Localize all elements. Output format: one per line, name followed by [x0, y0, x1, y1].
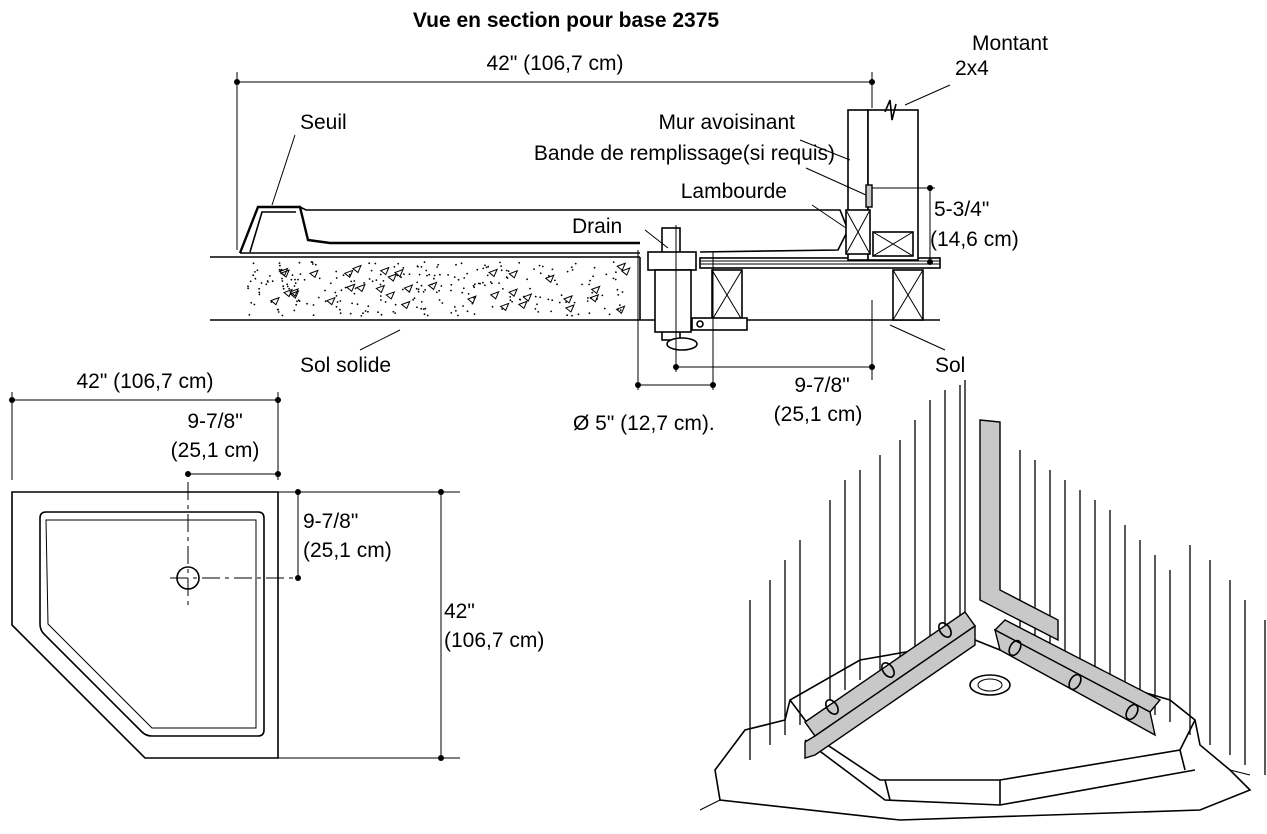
- stud-label-line2: 2x4: [955, 57, 989, 80]
- plan-x-offset-dimension: 9-7/8" (25,1 cm): [171, 410, 281, 477]
- perspective-drain: [969, 674, 1011, 696]
- plan-x-offset-line2: (25,1 cm): [171, 439, 260, 462]
- adjacent-wall-label: Mur avoisinant: [658, 111, 795, 134]
- plan-drain: [170, 482, 300, 605]
- shower-base: [699, 639, 1252, 821]
- stud-label-line1: Montant: [972, 32, 1048, 55]
- drain-diameter-label: Ø 5" (12,7 cm).: [573, 412, 715, 435]
- right-level: [993, 619, 1162, 737]
- left-level: [804, 611, 976, 759]
- height-dim-line1: 5-3/4": [934, 198, 989, 221]
- height-dimension: 5-3/4" (14,6 cm): [872, 185, 1019, 265]
- wall-studs: [749, 380, 1266, 775]
- plan-view: 42" (106,7 cm) 9-7/8" (25,1 cm) 9-7/8" (…: [9, 370, 544, 761]
- plan-top-width-label: 42" (106,7 cm): [76, 370, 213, 393]
- section-title: Vue en section pour base 2375: [413, 9, 719, 32]
- plan-outline: [11, 491, 279, 759]
- shower-base-profile: [238, 205, 849, 254]
- plan-side-height-line1: 42": [444, 600, 475, 623]
- drain-offset-line1: 9-7/8": [794, 374, 849, 397]
- plan-top-width-dimension: 42" (106,7 cm): [9, 370, 281, 480]
- plan-y-offset-dimension: 9-7/8" (25,1 cm): [278, 489, 460, 581]
- plan-x-offset-line1: 9-7/8": [187, 410, 242, 433]
- floor-label: Sol: [935, 354, 965, 377]
- vertical-level: [979, 419, 1059, 642]
- section-width-label: 42" (106,7 cm): [486, 52, 623, 75]
- section-width-dimension: 42" (106,7 cm): [234, 52, 875, 250]
- section-view: Vue en section pour base 2375 42" (106,7…: [210, 9, 1048, 435]
- plan-y-offset-line2: (25,1 cm): [303, 539, 392, 562]
- drain-label: Drain: [572, 215, 622, 238]
- solid-floor-label: Sol solide: [300, 354, 391, 377]
- drain-assembly: [635, 225, 875, 390]
- plan-side-height-dimension: 42" (106,7 cm): [278, 489, 544, 761]
- perspective-view: [699, 380, 1266, 821]
- threshold-label: Seuil: [300, 111, 347, 134]
- drain-offset-line2: (25,1 cm): [774, 403, 863, 426]
- wall-assembly: [845, 99, 919, 261]
- height-dim-line2: (14,6 cm): [930, 228, 1019, 251]
- filler-strip: [865, 184, 873, 208]
- wood-floor: [699, 257, 941, 321]
- filler-strip-label: Bande de remplissage(si requis): [534, 142, 835, 165]
- joist-label: Lambourde: [681, 180, 787, 203]
- concrete-subfloor: [210, 256, 940, 321]
- plan-y-offset-line1: 9-7/8": [303, 510, 358, 533]
- plan-side-height-line2: (106,7 cm): [444, 629, 544, 652]
